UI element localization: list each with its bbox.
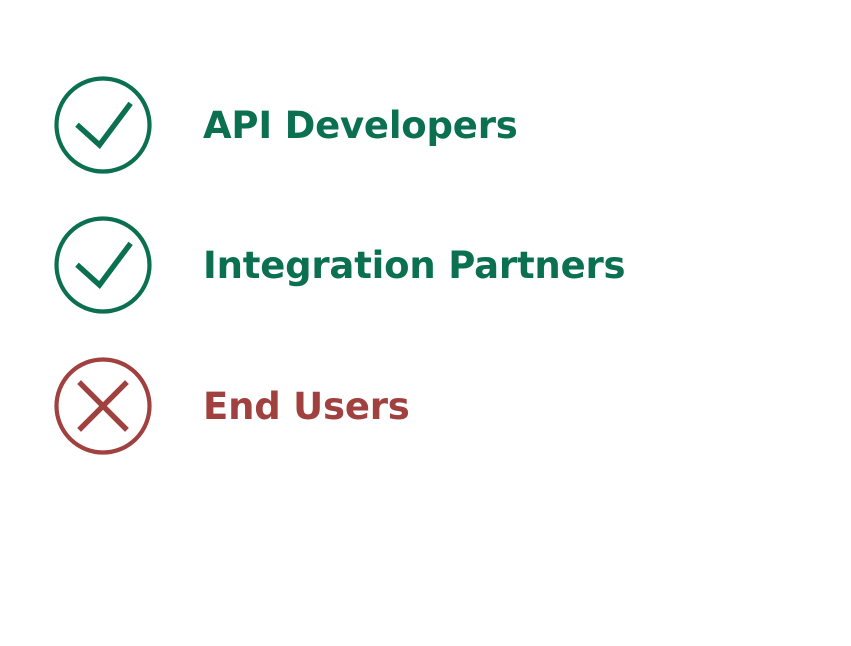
x-circle-icon bbox=[54, 357, 152, 455]
list-item[interactable]: End Users bbox=[54, 357, 410, 455]
check-circle-icon bbox=[54, 76, 152, 174]
list-item-label: API Developers bbox=[203, 103, 518, 147]
list-item[interactable]: Integration Partners bbox=[54, 216, 626, 314]
list-item[interactable]: API Developers bbox=[54, 76, 518, 174]
list-item-label: Integration Partners bbox=[203, 243, 626, 287]
check-circle-icon bbox=[54, 216, 152, 314]
list-item-label: End Users bbox=[203, 384, 410, 428]
